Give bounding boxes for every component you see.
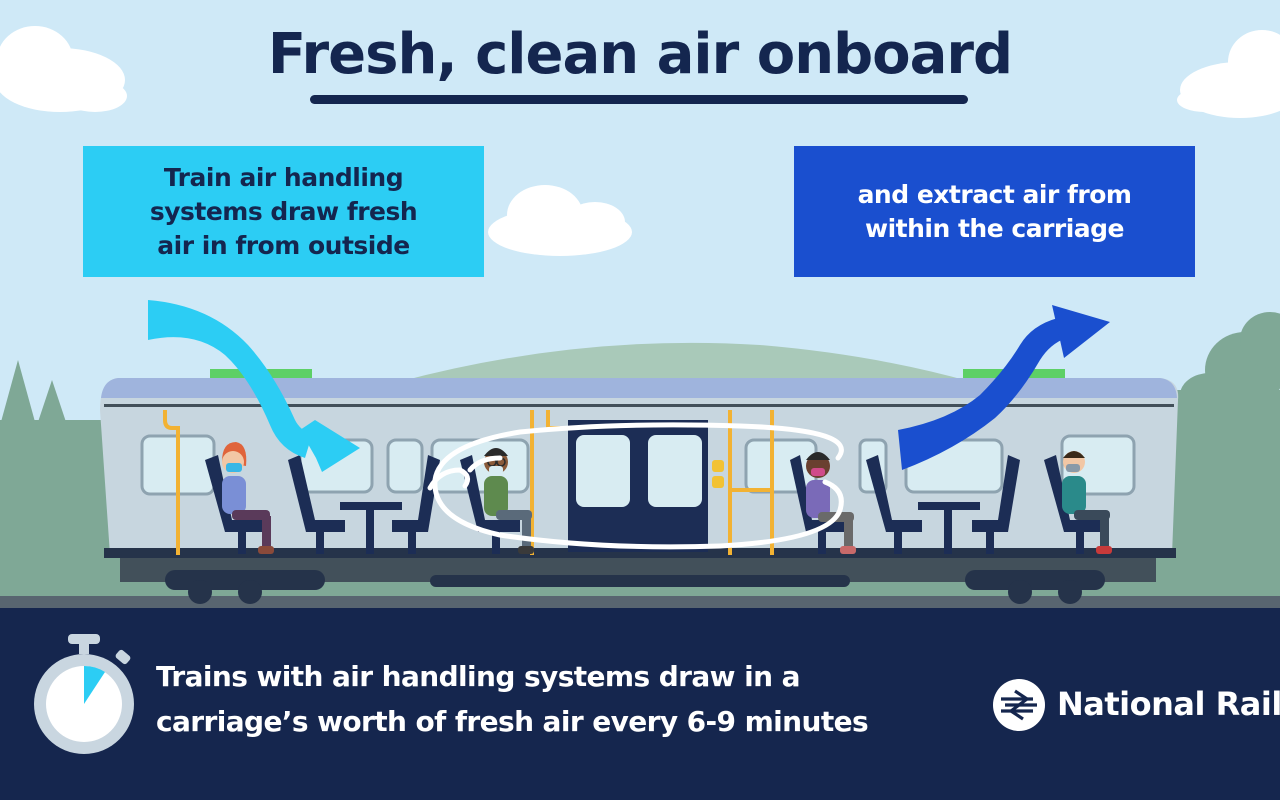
callout-extract-air-line-2: within the carriage — [864, 213, 1125, 243]
passenger-4 — [1062, 451, 1112, 554]
callout-extract-air: and extract air from within the carriage — [794, 146, 1195, 277]
footer-message: Trains with air handling systems draw in… — [156, 654, 916, 744]
passenger-1 — [222, 442, 274, 554]
page-title: Fresh, clean air onboard — [267, 22, 1013, 87]
track — [0, 596, 1280, 610]
footer-banner — [0, 608, 1280, 800]
callout-fresh-air-line-1: Train air handling — [163, 162, 404, 192]
footer-line-2: carriage’s worth of fresh air every 6-9 … — [156, 705, 869, 738]
fresh-air-arrow-icon — [148, 300, 360, 472]
footer-line-1: Trains with air handling systems draw in… — [156, 660, 800, 693]
national-rail-logo-icon — [993, 679, 1045, 731]
callout-fresh-air-line-2: systems draw fresh — [149, 196, 418, 226]
cloud-middle — [488, 185, 632, 256]
title-underline — [310, 95, 968, 104]
circulation-swirl-icon — [427, 422, 844, 550]
passenger-3 — [806, 452, 856, 554]
callout-fresh-air-line-3: air in from outside — [157, 230, 410, 260]
extract-air-arrow-icon — [898, 305, 1110, 470]
trees-right — [1160, 312, 1280, 590]
brand-name: National Rail — [1057, 685, 1280, 723]
callout-extract-air-line-1: and extract air from — [857, 179, 1132, 209]
callout-fresh-air: Train air handling systems draw fresh ai… — [83, 146, 484, 277]
cloud-right — [1177, 30, 1280, 118]
cloud-left — [0, 26, 127, 112]
train-carriage — [100, 369, 1179, 604]
trees-left — [0, 360, 110, 570]
stopwatch-icon — [34, 634, 134, 754]
